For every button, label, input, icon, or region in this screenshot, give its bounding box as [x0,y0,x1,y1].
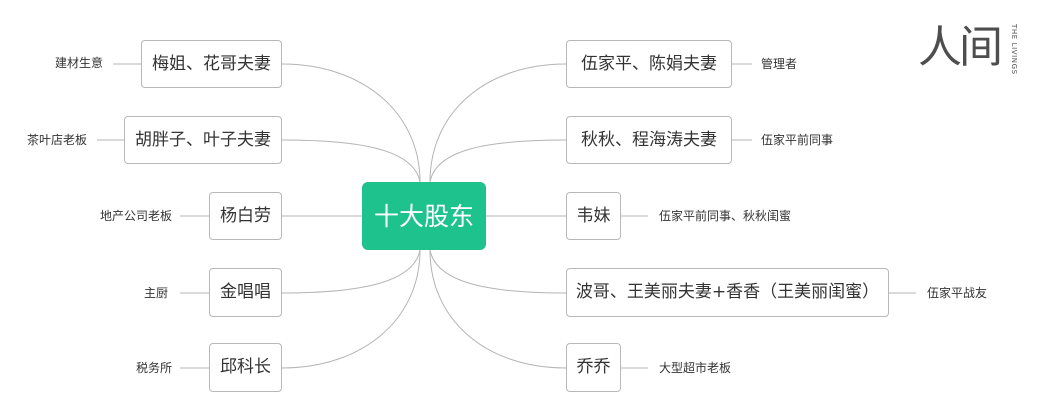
branch-node-right-1: 秋秋、程海涛夫妻 [566,116,732,164]
note-left-2: 地产公司老板 [99,209,172,223]
link-curve-right-0 [429,63,567,183]
link-curve-left-3 [281,249,421,294]
note-left-0: 建材生意 [54,56,103,70]
note-left-3: 主厨 [143,286,168,300]
note-right-3: 伍家平战友 [927,286,988,300]
branch-node-right-0: 伍家平、陈娟夫妻 [566,40,732,88]
link-curve-left-0 [281,63,421,183]
link-curve-right-1 [429,139,567,183]
branch-node-right-2: 韦妹 [566,192,621,240]
note-right-1: 伍家平前同事 [761,133,834,147]
brand-logo: 人间 THE LIVINGS [918,20,1028,80]
link-curve-left-1 [281,139,421,183]
note-right-2: 伍家平前同事、秋秋闺蜜 [659,209,792,223]
branch-node-left-0: 梅姐、花哥夫妻 [141,40,282,88]
note-left-4: 税务所 [135,361,172,375]
branch-node-left-1: 胡胖子、叶子夫妻 [124,116,282,164]
branch-node-right-4: 乔乔 [566,343,621,392]
logo-subtitle: THE LIVINGS [1010,24,1018,75]
note-left-1: 茶叶店老板 [26,133,87,147]
branch-node-left-3: 金唱唱 [209,268,282,317]
note-right-4: 大型超市老板 [659,361,732,375]
link-curve-right-4 [429,249,567,369]
link-curve-right-3 [429,249,567,294]
link-curve-left-4 [281,249,421,369]
branch-node-right-3: 波哥、王美丽夫妻+香香（王美丽闺蜜） [566,268,889,317]
logo-title: 人间 [918,22,1003,73]
center-topic: 十大股东 [362,182,486,250]
note-right-0: 管理者 [761,57,798,71]
branch-node-left-4: 邱科长 [209,343,282,392]
branch-node-left-2: 杨白劳 [209,192,282,240]
